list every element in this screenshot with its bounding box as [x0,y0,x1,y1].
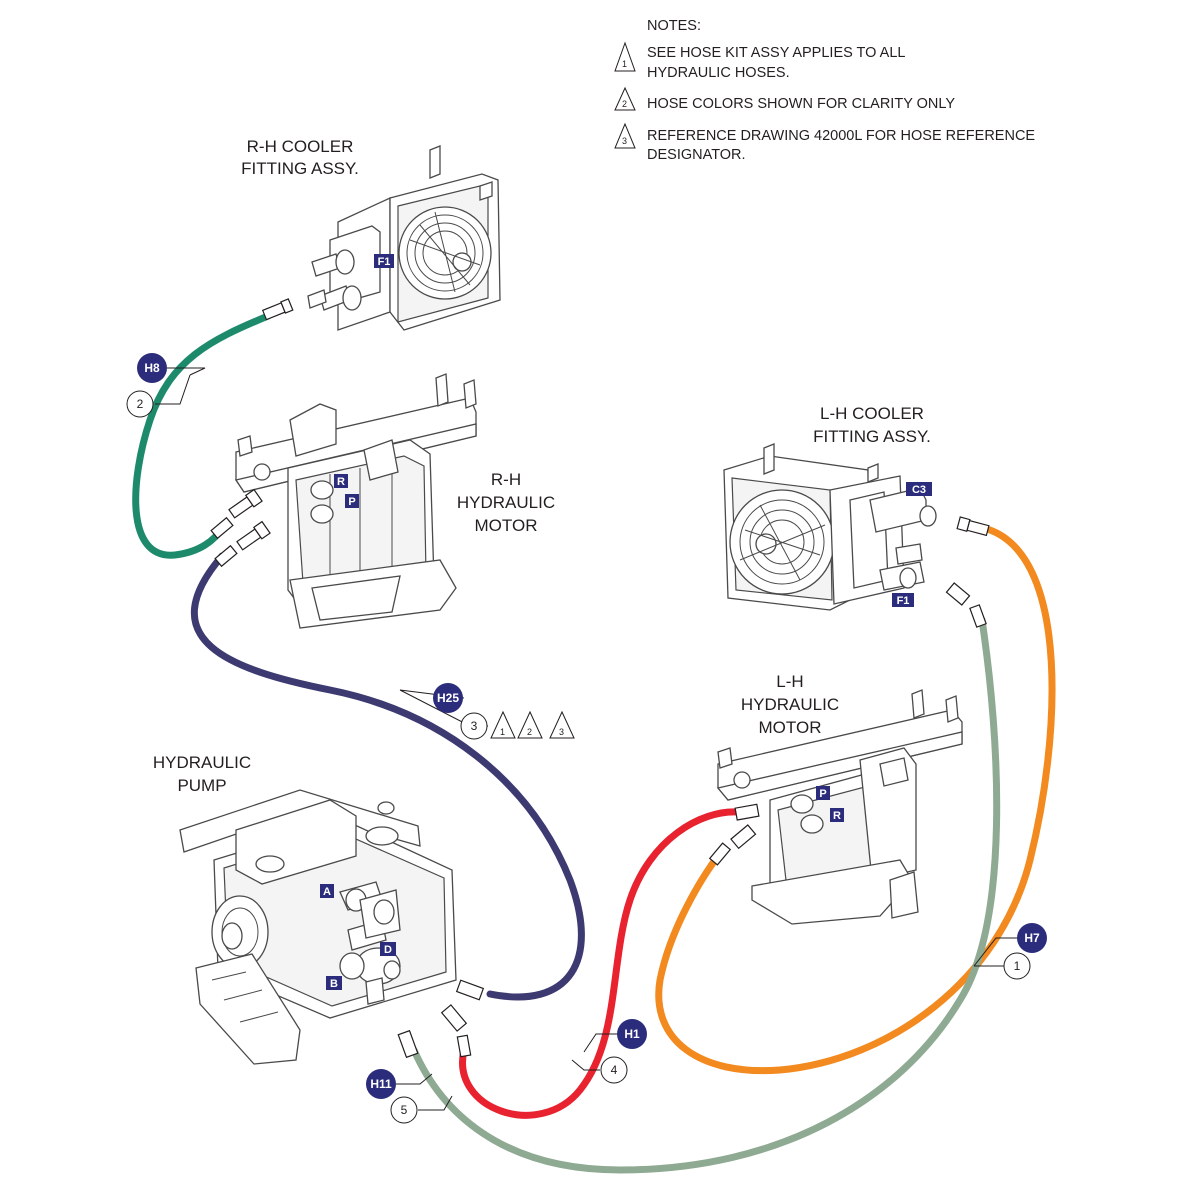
note-2-line-1: HOSE COLORS SHOWN FOR CLARITY ONLY [647,96,955,112]
rh-motor-label-1: R-H [491,470,521,489]
notes-heading: NOTES: [647,18,701,34]
callout-h25-item: 3 [471,719,478,733]
callout-h7-item: 1 [1014,959,1021,973]
callout-h11-item: 5 [401,1103,408,1117]
callout-h11: H11 5 [366,1069,453,1124]
rh-cooler-label-2: FITTING ASSY. [241,159,359,178]
note-1-flag-triangle [614,41,636,72]
note-1-flag: 1 [622,59,627,69]
callout-h8-designator: H8 [144,361,160,375]
port-tag-pump-a: A [320,884,334,898]
svg-text:R: R [337,476,345,488]
callout-h25-flag-1: 1 [500,727,505,737]
svg-text:A: A [323,886,331,898]
callout-h7-designator-bubble[interactable] [1017,923,1047,953]
port-tag-lh-cooler-f1: F1 [892,593,914,607]
hose-h25[interactable] [190,552,585,1001]
svg-text:P: P [348,496,355,508]
rh-motor-label-3: MOTOR [475,516,538,535]
note-3-line-1: REFERENCE DRAWING 42000L FOR HOSE REFERE… [647,128,1035,144]
callout-h11-designator-bubble[interactable] [366,1069,396,1099]
svg-text:P: P [819,788,826,800]
note-2-flag: 2 [622,99,627,109]
note-3: 3 REFERENCE DRAWING 42000L FOR HOSE REFE… [614,122,1035,163]
note-2-flag-triangle [614,86,636,111]
callout-h1-item: 4 [611,1063,618,1077]
lh-motor [716,689,963,925]
component-labels: R-H COOLER FITTING ASSY. R-H HYDRAULIC M… [153,137,931,795]
hydraulic-pump [179,789,457,1065]
hoses [132,312,1056,1174]
callout-h1-designator: H1 [624,1027,640,1041]
lh-cooler [723,443,937,611]
callout-h8-item: 2 [137,397,144,411]
hose-h1[interactable] [459,808,742,1119]
hose-fittings [210,298,990,1059]
lh-motor-label-3: MOTOR [759,718,822,737]
note-1: 1 SEE HOSE KIT ASSY APPLIES TO ALL HYDRA… [614,41,905,81]
callout-h7-item-bubble [1003,952,1031,980]
notes-block: NOTES: 1 SEE HOSE KIT ASSY APPLIES TO AL… [614,18,1035,163]
note-1-line-2: HYDRAULIC HOSES. [647,65,790,81]
callout-h11-designator: H11 [370,1077,392,1091]
lh-cooler-label-1: L-H COOLER [820,404,924,423]
svg-text:F1: F1 [378,256,391,268]
port-tag-pump-b: B [326,976,342,990]
port-tag-rh-cooler-f1: F1 [374,254,394,268]
note-3-line-2: DESIGNATOR. [647,147,746,163]
hose-h7[interactable] [655,526,1056,1075]
callout-h11-item-bubble [390,1096,418,1124]
pump-label-1: HYDRAULIC [153,753,251,772]
note-3-flag-triangle [614,122,636,149]
port-tag-lh-motor-p: P [816,786,830,800]
callout-h8-designator-bubble[interactable] [137,353,167,383]
note-1-line-1: SEE HOSE KIT ASSY APPLIES TO ALL [647,45,905,61]
callout-h8: H8 2 [126,353,206,418]
lh-motor-label-1: L-H [776,672,803,691]
svg-text:D: D [384,944,392,956]
note-3-flag: 3 [622,136,627,146]
rh-motor-label-2: HYDRAULIC [457,493,555,512]
callout-h25-designator-bubble[interactable] [433,683,463,713]
callout-h8-item-bubble [126,390,154,418]
hose-h8[interactable] [132,312,272,559]
lh-motor-label-2: HYDRAULIC [741,695,839,714]
svg-text:F1: F1 [897,595,910,607]
callout-h1: H1 4 [571,1019,647,1084]
svg-text:R: R [833,810,841,822]
callout-h25-designator: H25 [437,691,459,705]
port-tags: F1 R P C3 F1 P R A D B [320,254,932,990]
hose-callouts: H8 2 H25 3 1 2 3 H7 1 [126,353,1047,1124]
callout-h7: H7 1 [973,923,1047,980]
rh-cooler [307,145,501,331]
callout-h25: H25 3 1 2 3 [399,683,575,740]
callout-h25-flag-3: 3 [559,727,564,737]
pump-label-2: PUMP [177,776,226,795]
port-tag-rh-motor-r: R [334,474,348,488]
svg-text:B: B [330,978,338,990]
port-tag-pump-d: D [380,942,396,956]
port-tag-lh-motor-r: R [830,808,844,822]
note-2: 2 HOSE COLORS SHOWN FOR CLARITY ONLY [614,86,955,112]
rh-cooler-label-1: R-H COOLER [247,137,354,156]
callout-h1-designator-bubble[interactable] [617,1019,647,1049]
rh-motor [234,373,477,629]
callout-h25-flag-2: 2 [527,727,532,737]
callout-h7-designator: H7 [1024,931,1040,945]
callout-h25-item-bubble [460,712,488,740]
hose-h11[interactable] [410,616,1001,1174]
lh-cooler-label-2: FITTING ASSY. [813,427,931,446]
callout-h1-item-bubble [600,1056,628,1084]
port-tag-lh-cooler-c3: C3 [906,482,932,496]
svg-text:C3: C3 [912,484,926,496]
port-tag-rh-motor-p: P [345,494,359,508]
